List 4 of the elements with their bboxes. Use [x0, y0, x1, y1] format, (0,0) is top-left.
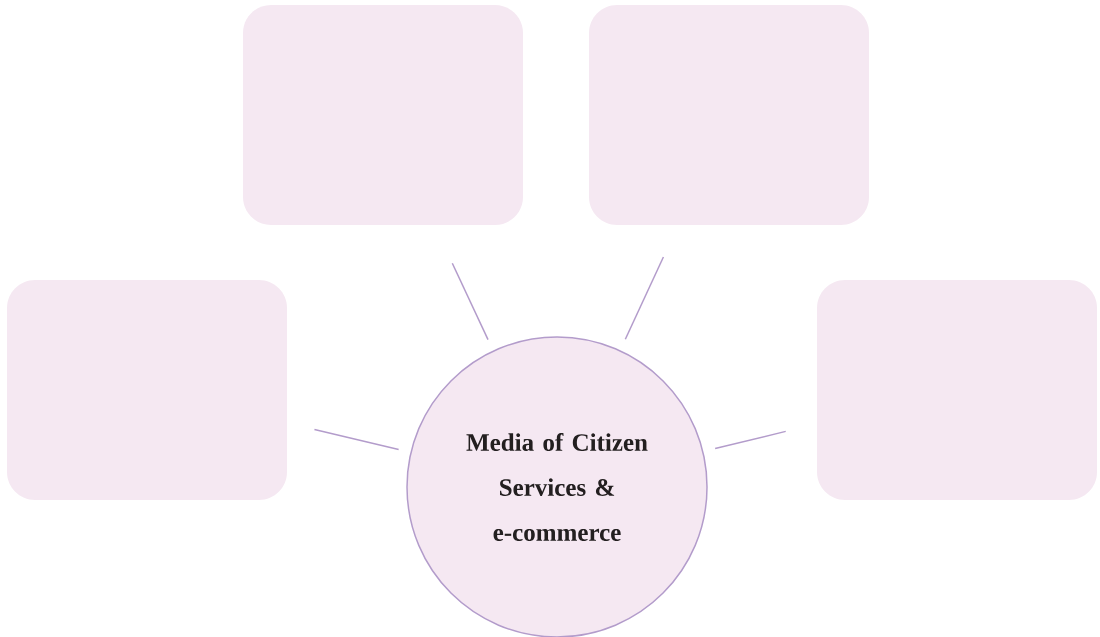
connector-line	[451, 262, 489, 341]
connector-line	[313, 428, 400, 451]
connector-line	[624, 256, 665, 341]
connector-line	[714, 430, 787, 450]
